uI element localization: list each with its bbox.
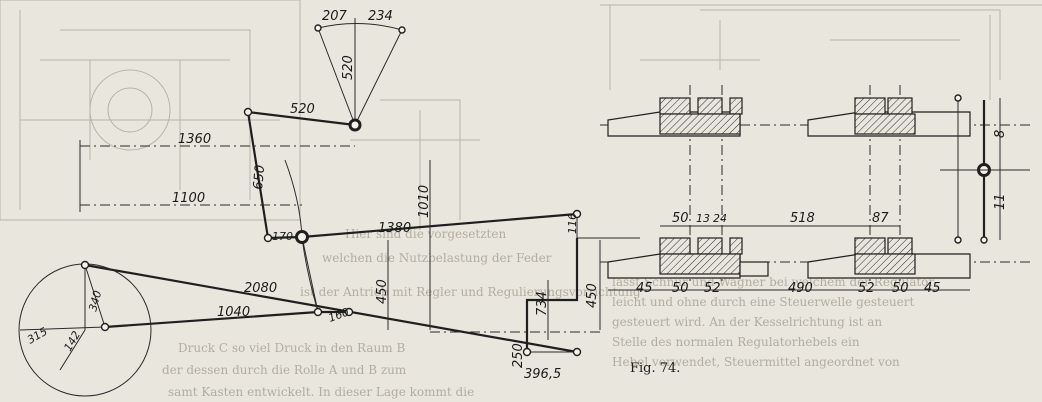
ghost-line-4: Druck C so viel Druck in den Raum B	[178, 341, 405, 355]
ghost-line-11: Hebel verwendet, Steuermittel angeordnet…	[612, 355, 900, 369]
ghost-line-3: ist der Antrieb mit Regler und Regulieru…	[300, 285, 641, 299]
valve-dim-518: 518	[790, 211, 815, 226]
main-pivot	[295, 230, 309, 244]
dim-520-vertical: 520	[341, 55, 356, 80]
dim-734: 734	[535, 291, 550, 316]
regulator-sector-arc	[317, 23, 403, 31]
vertical-right	[525, 238, 579, 352]
dim-1360: 1360	[178, 132, 211, 147]
valve-labels: 50 13 24 518 87 45 50 52 490 52 50 45 8 …	[636, 130, 1008, 296]
ghost-line-5: der dessen durch die Rolle A und B zum	[162, 363, 407, 377]
ghost-line-2: welchen die Nutzbelastung der Feder	[322, 251, 552, 265]
regulator-pivot	[348, 118, 362, 132]
linkage-labels: 207 234 520 520 1360 1100 650 170 1380 1…	[25, 9, 600, 382]
dim-234: 234	[368, 9, 393, 24]
lower-valve-section	[607, 237, 971, 279]
dim-1010: 1010	[417, 185, 432, 218]
dim-650: 650	[251, 164, 268, 190]
figure-caption: Fig. 74.	[630, 361, 680, 376]
ghost-line-6: samt Kasten entwickelt. In dieser Lage k…	[168, 385, 474, 399]
linkage-diagram	[18, 18, 640, 397]
dim-450-right: 450	[585, 283, 600, 308]
valve-dim-24: 24	[713, 212, 727, 225]
dim-520-arm: 520	[290, 102, 315, 117]
dim-1040: 1040	[217, 305, 250, 320]
background-ghost-drawing	[0, 0, 1042, 230]
top-arm	[247, 110, 356, 127]
valve-dim-11: 11	[993, 193, 1008, 210]
dim-116: 116	[566, 213, 579, 234]
dim-1100: 1100	[172, 191, 205, 206]
valve-dim-87: 87	[872, 211, 889, 226]
valve-dim-45-left: 45	[636, 281, 653, 296]
valve-dim-52-right: 52	[858, 281, 875, 296]
dim-142: 142	[61, 329, 83, 354]
valve-dim-52-left: 52	[704, 281, 721, 296]
dim-207: 207	[322, 9, 348, 24]
ghost-line-1: Hier sind die vorgesetzten	[345, 227, 506, 241]
dim-170: 170	[272, 230, 293, 243]
rod-2080	[84, 263, 578, 354]
valve-dim-50-right: 50	[892, 281, 909, 296]
ghost-line-10: Stelle des normalen Regulatorhebels ein	[612, 335, 860, 349]
valve-dim-13: 13	[696, 212, 710, 225]
dim-250: 250	[511, 343, 526, 368]
dim-1380: 1380	[378, 221, 411, 236]
valve-dim-490: 490	[788, 281, 813, 296]
valve-dim-8: 8	[993, 130, 1008, 138]
dimension-lines	[79, 140, 601, 340]
valve-dim-45-right: 45	[924, 281, 941, 296]
dim-450-mid: 450	[375, 279, 390, 304]
upper-valve-section	[607, 97, 971, 137]
long-rod	[301, 212, 578, 239]
ghost-line-8: leicht und ohne durch eine Steuerwelle g…	[612, 295, 915, 309]
dim-2080: 2080	[244, 281, 277, 296]
dim-315: 315	[25, 325, 50, 347]
dim-396-5: 396,5	[524, 367, 561, 382]
valve-sections	[600, 85, 1030, 291]
valve-dim-50-left: 50	[672, 281, 689, 296]
valve-dim-50-top: 50	[672, 211, 689, 226]
dim-340: 340	[86, 289, 104, 313]
ghost-line-9: gesteuert wird. An der Kesselrichtung is…	[612, 315, 882, 329]
